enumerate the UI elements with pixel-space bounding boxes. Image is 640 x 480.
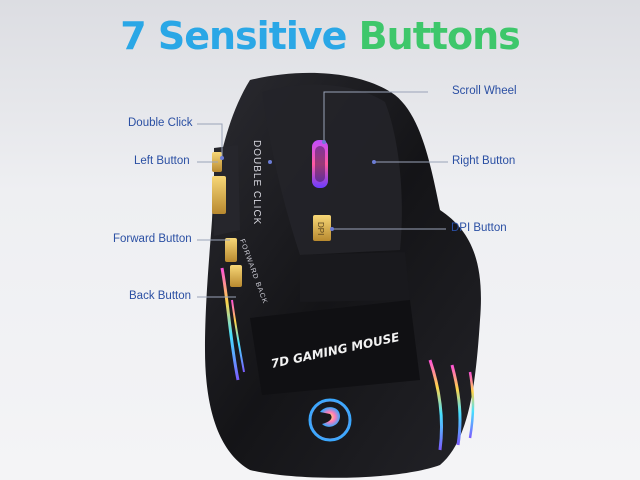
- left-gold-button: [212, 176, 226, 214]
- title-part-1: 7 Sensitive: [120, 14, 347, 58]
- label-scroll-wheel: Scroll Wheel: [452, 85, 517, 97]
- label-right-button: Right Button: [452, 155, 516, 167]
- dpi-button: [313, 215, 331, 241]
- label-back-button: Back Button: [129, 290, 192, 302]
- dpi-print: DPI: [316, 222, 325, 235]
- dragon-logo-icon: [308, 398, 352, 442]
- brand-plate: [250, 300, 420, 395]
- label-left-button: Left Button: [134, 155, 190, 167]
- label-dpi-button: DPI Button: [451, 222, 507, 234]
- page-title: 7 Sensitive Buttons: [0, 14, 640, 58]
- double-click-print: DOUBLE CLICK: [251, 140, 262, 225]
- back-button: [230, 265, 242, 287]
- title-part-2: Buttons: [358, 14, 521, 58]
- label-forward-button: Forward Button: [113, 233, 192, 245]
- label-double-click: Double Click: [128, 117, 193, 129]
- forward-button: [225, 238, 237, 262]
